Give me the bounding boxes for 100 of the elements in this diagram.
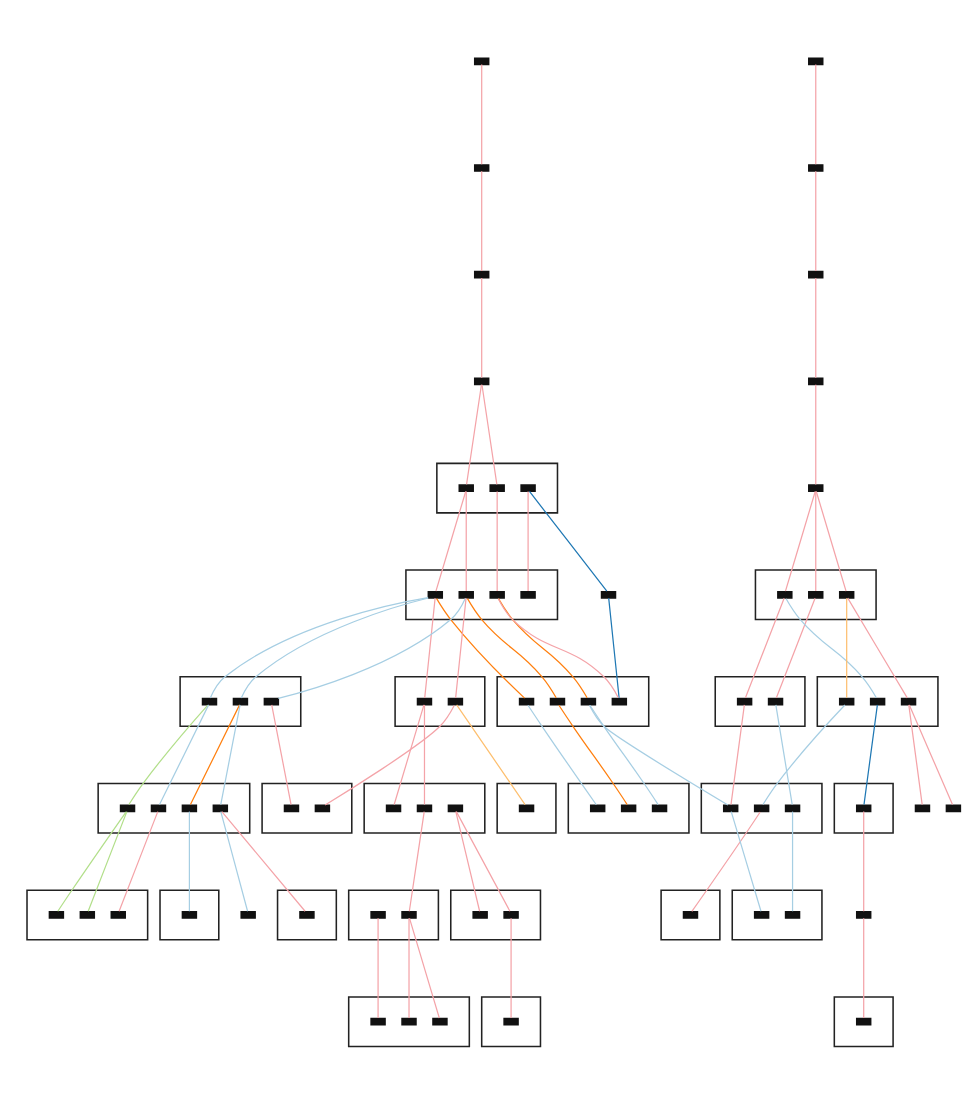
- connector: [527, 704, 597, 806]
- connector: [436, 598, 526, 699]
- node-box: [600, 590, 617, 599]
- connector: [791, 811, 794, 912]
- cluster: [405, 569, 559, 621]
- cluster: [436, 462, 559, 514]
- node-box: [855, 911, 872, 919]
- connector: [277, 597, 466, 699]
- node-box: [914, 804, 931, 813]
- cluster: [97, 782, 251, 834]
- node-box: [473, 57, 490, 66]
- connector: [271, 704, 292, 806]
- connector: [608, 597, 620, 699]
- cluster: [731, 889, 823, 941]
- connector: [465, 490, 467, 592]
- connector: [324, 704, 455, 806]
- cluster: [450, 889, 542, 941]
- node-box: [838, 697, 855, 706]
- node-box: [473, 164, 490, 172]
- node-box: [503, 911, 519, 919]
- node-box: [549, 697, 566, 706]
- connector: [481, 277, 483, 379]
- node-box: [900, 697, 917, 706]
- connector: [87, 811, 128, 912]
- connector: [424, 597, 436, 699]
- node-box: [458, 484, 474, 492]
- connector: [691, 811, 761, 913]
- node-box: [181, 804, 198, 813]
- connector: [408, 917, 410, 1019]
- node-box: [150, 804, 167, 813]
- node-box: [651, 804, 668, 813]
- cluster: [700, 782, 823, 834]
- connector: [775, 704, 793, 806]
- connector: [455, 811, 481, 912]
- cluster: [833, 782, 894, 834]
- connector: [408, 811, 425, 912]
- connector: [408, 917, 440, 1019]
- node-box: [473, 270, 490, 279]
- node-box: [722, 804, 739, 813]
- node-box: [855, 1017, 872, 1026]
- connector: [744, 597, 785, 699]
- node-box: [48, 911, 65, 919]
- node-box: [753, 804, 770, 813]
- cluster: [159, 889, 220, 941]
- connector: [466, 598, 557, 699]
- connector: [589, 704, 659, 806]
- node-box: [432, 1017, 448, 1026]
- cluster: [363, 782, 486, 834]
- node-box: [777, 590, 793, 599]
- node-box: [299, 911, 315, 919]
- connector: [775, 597, 816, 699]
- connector: [588, 704, 729, 806]
- connector: [815, 64, 817, 165]
- cluster: [833, 996, 894, 1048]
- cluster: [714, 676, 806, 728]
- connector: [863, 704, 878, 806]
- cluster: [261, 782, 353, 834]
- node-box: [520, 484, 536, 492]
- connector: [465, 384, 483, 485]
- node-box: [784, 804, 801, 813]
- connector: [527, 490, 529, 592]
- node-box: [447, 804, 464, 813]
- node-box: [416, 804, 433, 813]
- connector: [762, 704, 846, 806]
- connector: [908, 704, 923, 806]
- connector: [847, 597, 908, 699]
- connector: [510, 917, 512, 1019]
- node-box: [473, 377, 490, 386]
- connector: [846, 597, 848, 699]
- connector: [377, 917, 379, 1019]
- node-box: [263, 697, 280, 706]
- node-box: [838, 590, 855, 599]
- node-box: [181, 911, 198, 919]
- node-box: [520, 590, 536, 599]
- cluster: [179, 676, 302, 728]
- node-box: [503, 1017, 519, 1026]
- node-box: [472, 911, 488, 919]
- node-box: [212, 804, 229, 813]
- node-box: [682, 911, 699, 919]
- connector: [435, 490, 467, 592]
- cluster: [496, 676, 650, 728]
- node-box: [580, 697, 597, 706]
- cluster: [347, 996, 471, 1048]
- connector: [128, 704, 209, 806]
- cluster: [276, 889, 338, 941]
- node-box: [110, 911, 126, 919]
- connector: [456, 704, 526, 806]
- node-box: [753, 911, 770, 919]
- connector: [220, 811, 249, 912]
- connector: [528, 490, 608, 592]
- node-box: [489, 590, 505, 599]
- node-box: [370, 1017, 386, 1026]
- connector: [730, 704, 745, 806]
- node-box: [447, 697, 464, 706]
- node-box: [767, 697, 784, 706]
- node-box: [808, 270, 824, 279]
- cluster: [26, 889, 149, 941]
- connector: [158, 704, 210, 806]
- connector: [188, 811, 190, 912]
- node-box: [416, 697, 433, 706]
